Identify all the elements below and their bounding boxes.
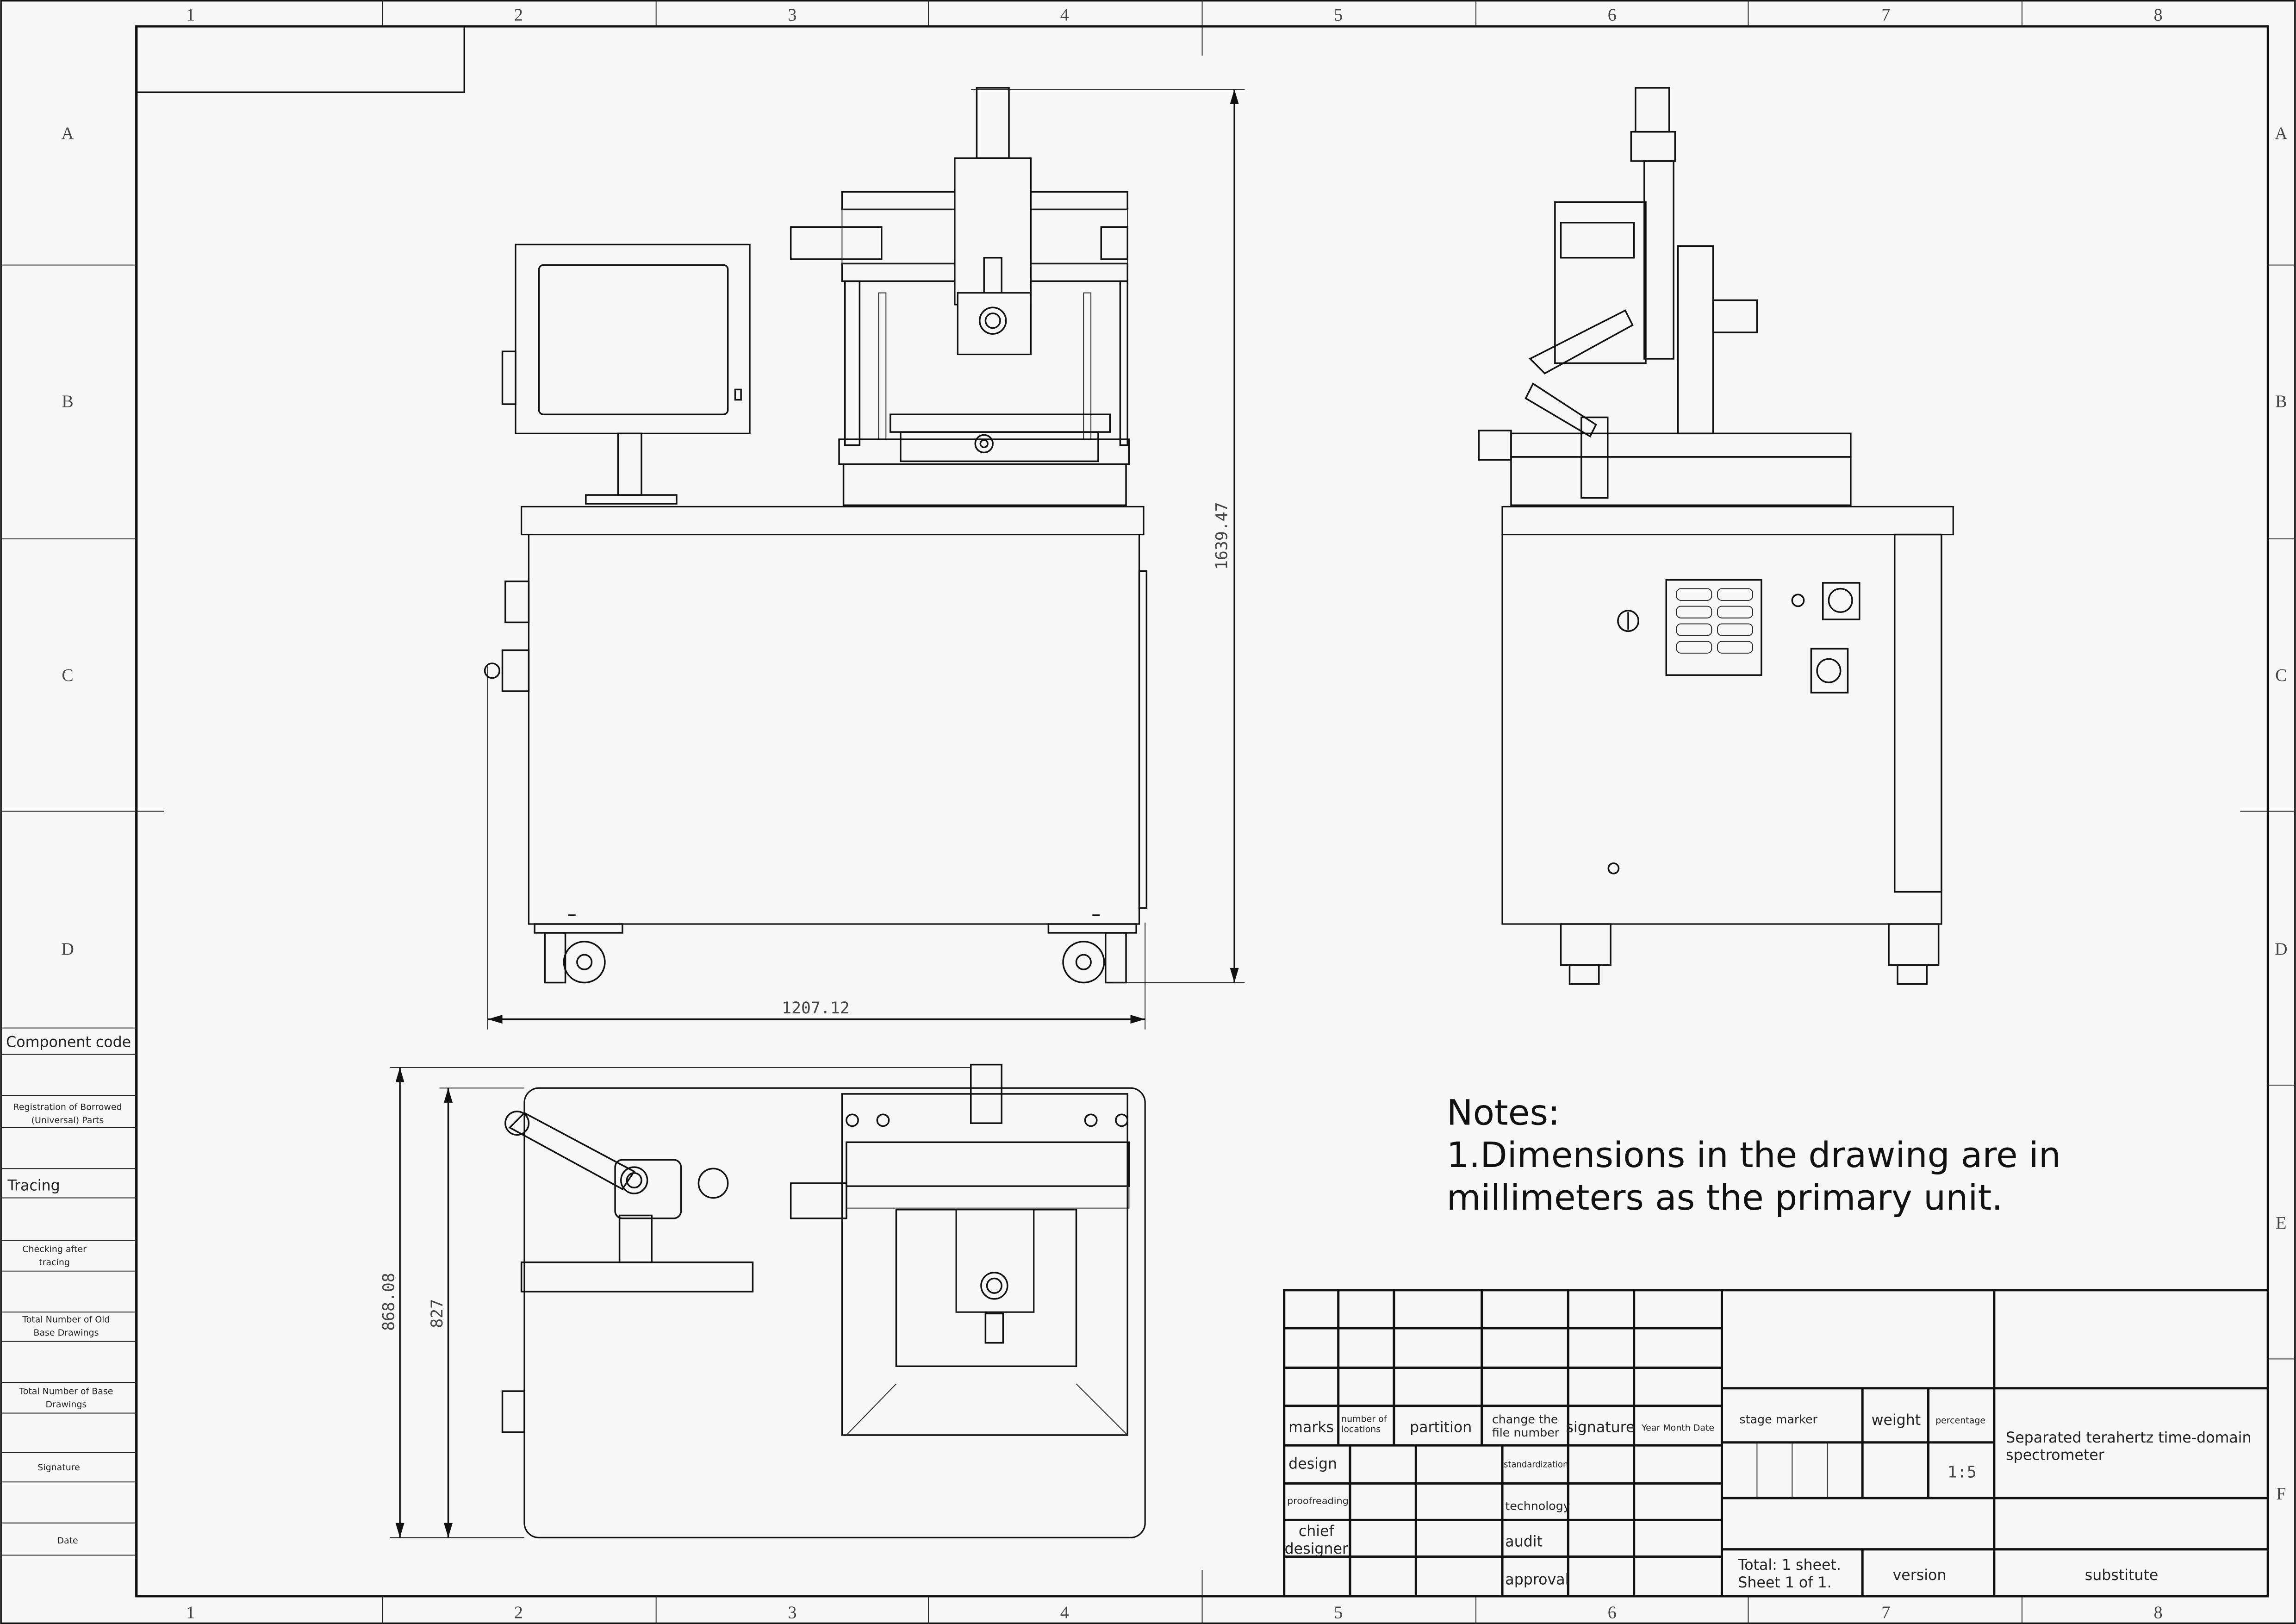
old-base-drawings-label-1: Total Number of Old <box>22 1314 110 1324</box>
dimension-height-value: 1639.47 <box>1213 502 1231 570</box>
dimension-width: 1207.12 <box>487 666 1146 1030</box>
zone-row-e-right: E <box>2276 1213 2286 1233</box>
locations-header-2: locations <box>1341 1424 1381 1435</box>
technology-label: technology <box>1505 1499 1570 1512</box>
borrowed-parts-label-1: Registration of Borrowed <box>13 1102 122 1112</box>
chief-designer-label-2: designer <box>1285 1541 1348 1557</box>
zone-col-4-top: 4 <box>1060 5 1069 25</box>
caster-wheels-front <box>534 923 1137 984</box>
dimension-depth-value: 868.08 <box>380 1273 398 1331</box>
zone-col-6-bottom: 6 <box>1608 1603 1617 1622</box>
change-file-header-1: change the <box>1492 1413 1558 1426</box>
notes: Notes: 1.Dimensions in the drawing are i… <box>1447 1092 2061 1218</box>
left-revision-table: Component code Registration of Borrowed … <box>0 1034 137 1556</box>
zone-col-5-bottom: 5 <box>1334 1603 1343 1622</box>
change-file-header-2: file number <box>1492 1426 1560 1439</box>
partition-header: partition <box>1410 1419 1472 1436</box>
tracing-label: Tracing <box>7 1178 60 1194</box>
top-left-code-box <box>135 25 466 94</box>
design-label: design <box>1288 1456 1337 1473</box>
title-block: marks number of locations partition chan… <box>1283 1289 2269 1598</box>
zone-row-a-right: A <box>2275 124 2288 144</box>
component-code-label: Component code <box>6 1034 131 1051</box>
zone-col-8-top: 8 <box>2154 5 2163 25</box>
approval-label: approval <box>1505 1572 1569 1588</box>
ymd-header: Year Month Date <box>1641 1423 1714 1433</box>
substitute-label: substitute <box>2085 1567 2159 1584</box>
front-view: 1639.47 1207.12 <box>484 87 1245 1030</box>
locations-header-1: number of <box>1341 1414 1388 1424</box>
zone-row-a-left: A <box>61 124 74 144</box>
sheet-count-2: Sheet 1 of 1. <box>1738 1574 1831 1591</box>
marks-header: marks <box>1288 1419 1334 1436</box>
notes-line-2: millimeters as the primary unit. <box>1447 1177 2003 1218</box>
standardization-label: standardization <box>1504 1460 1568 1470</box>
base-drawings-label-1: Total Number of Base <box>19 1386 113 1396</box>
dimension-height: 1639.47 <box>971 89 1245 983</box>
zone-col-1-bottom: 1 <box>186 1603 195 1622</box>
zone-col-4-bottom: 4 <box>1060 1603 1069 1622</box>
base-drawings-label-2: Drawings <box>46 1399 87 1410</box>
zone-row-b-right: B <box>2275 392 2287 411</box>
weight-label: weight <box>1872 1412 1921 1429</box>
chief-designer-label-1: chief <box>1299 1523 1335 1540</box>
product-name-1: Separated terahertz time-domain <box>2006 1430 2251 1446</box>
date-label: Date <box>57 1536 78 1546</box>
proofreading-label: proofreading <box>1287 1496 1349 1506</box>
monitor <box>501 244 751 505</box>
dimension-depth: 868.08 827 <box>380 1067 971 1538</box>
zone-row-c-left: C <box>62 666 73 685</box>
gantry-xyz-stage <box>790 87 1130 506</box>
zone-row-b-left: B <box>62 392 73 411</box>
checking-label-1: Checking after <box>22 1244 87 1255</box>
audit-label: audit <box>1505 1533 1543 1550</box>
zone-row-c-right: C <box>2275 666 2287 685</box>
zone-col-5-top: 5 <box>1334 5 1343 25</box>
zone-row-f-right: F <box>2276 1484 2286 1504</box>
stage-marker-label: stage marker <box>1739 1413 1817 1426</box>
zone-col-2-top: 2 <box>514 5 523 25</box>
zone-row-d-left: D <box>61 939 74 959</box>
percentage-label: percentage <box>1935 1416 1985 1426</box>
checking-label-2: tracing <box>39 1257 70 1268</box>
old-base-drawings-label-2: Base Drawings <box>33 1328 99 1338</box>
zone-col-7-bottom: 7 <box>1881 1603 1890 1622</box>
dimension-inner-depth-value: 827 <box>428 1299 447 1328</box>
cabinet-front <box>484 506 1148 925</box>
zone-col-2-bottom: 2 <box>514 1603 523 1622</box>
sheet-count-1: Total: 1 sheet. <box>1737 1557 1841 1574</box>
side-view <box>1478 87 1954 985</box>
zone-col-3-top: 3 <box>788 5 796 25</box>
signature-label: Signature <box>37 1462 80 1473</box>
borrowed-parts-label-2: (Universal) Parts <box>31 1115 104 1125</box>
dimension-width-value: 1207.12 <box>782 999 850 1018</box>
version-label: version <box>1893 1567 1947 1584</box>
zone-col-6-top: 6 <box>1608 5 1617 25</box>
notes-title: Notes: <box>1447 1092 1560 1133</box>
product-name-2: spectrometer <box>2006 1447 2104 1464</box>
zone-col-1-top: 1 <box>186 5 195 25</box>
zone-labels: 1 2 3 4 5 6 7 8 1 2 3 4 5 6 7 8 A B C D … <box>61 5 2288 1622</box>
top-view: 868.08 827 <box>380 1063 1146 1538</box>
signature-header: signature <box>1566 1419 1635 1436</box>
zone-col-8-bottom: 8 <box>2154 1603 2163 1622</box>
notes-line-1: 1.Dimensions in the drawing are in <box>1447 1135 2061 1175</box>
zone-col-7-top: 7 <box>1881 5 1890 25</box>
zone-row-d-right: D <box>2275 939 2287 959</box>
scale-value: 1:5 <box>1948 1463 1977 1482</box>
zone-col-3-bottom: 3 <box>788 1603 796 1622</box>
